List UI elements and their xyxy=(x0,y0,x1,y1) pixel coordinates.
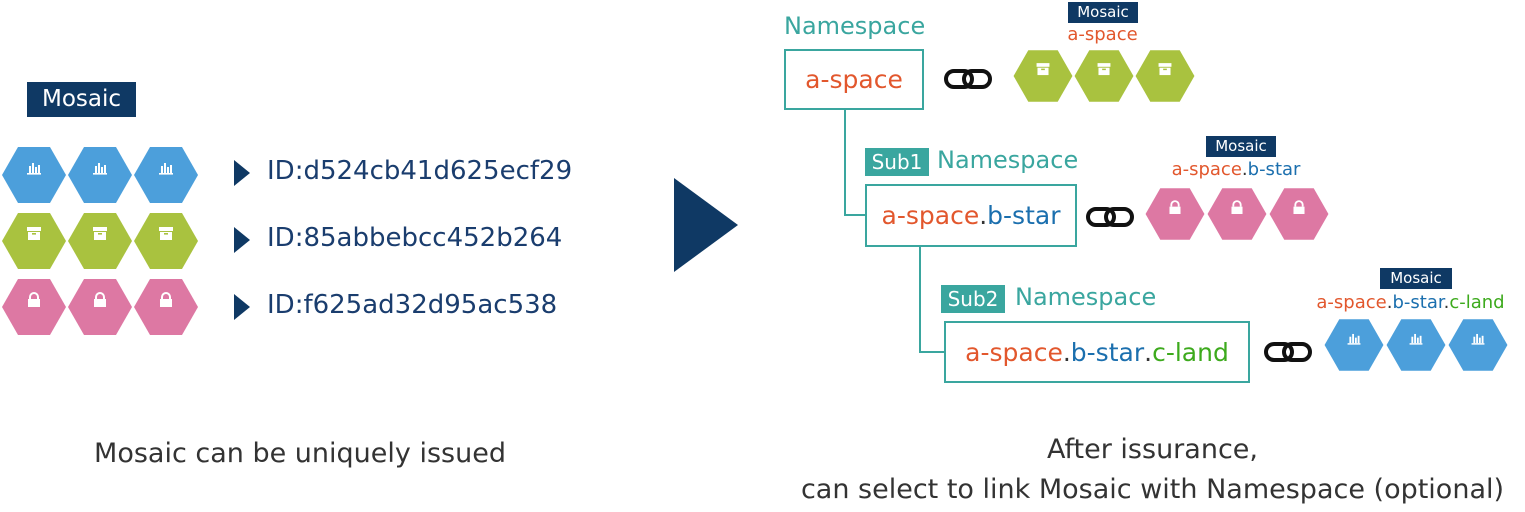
box-icon xyxy=(1135,50,1195,102)
chain-link-icon xyxy=(1264,342,1312,362)
mosaic-id-1: ID:d524cb41d625ecf29 xyxy=(267,156,573,186)
name-part: b-star xyxy=(1392,292,1444,313)
name-dot: . xyxy=(1144,337,1153,367)
blue-hex-row xyxy=(2,147,198,203)
triangle-arrow-icon xyxy=(234,227,250,253)
mosaic-id-3: ID:f625ad32d95ac538 xyxy=(267,290,558,320)
box-icon xyxy=(1074,50,1134,102)
triangle-arrow-icon xyxy=(674,178,738,272)
mosaic-id-2: ID:85abbebcc452b264 xyxy=(267,223,563,253)
blue-hex-row xyxy=(1324,319,1508,371)
bar-chart-icon xyxy=(1386,319,1446,371)
triangle-arrow-icon xyxy=(234,294,250,320)
namespace-box-sub1: a-space.b-star xyxy=(865,184,1077,247)
name-part: a-space xyxy=(965,337,1063,367)
green-hex-row xyxy=(2,213,198,269)
namespace-name: a-space xyxy=(805,65,903,94)
green-hex-row xyxy=(1013,50,1195,102)
lock-icon xyxy=(1269,188,1329,240)
box-icon xyxy=(68,213,132,269)
lock-icon xyxy=(2,279,66,335)
lock-icon xyxy=(1145,188,1205,240)
mosaic-name: a-space.b-star.c-land xyxy=(1308,292,1513,313)
sub1-badge: Sub1 xyxy=(865,148,929,176)
chain-link-icon xyxy=(944,69,992,89)
mosaic-tag: Mosaic xyxy=(1068,2,1138,23)
pink-hex-row xyxy=(1145,188,1329,240)
right-caption-line1: After issurance, xyxy=(1047,434,1258,465)
bar-chart-icon xyxy=(2,147,66,203)
namespace-label: Namespace xyxy=(1015,283,1157,311)
name-part: b-star xyxy=(1070,337,1145,367)
name-part: c-land xyxy=(1449,292,1505,313)
mosaic-name: a-space xyxy=(1067,24,1138,45)
name-part: c-land xyxy=(1152,337,1229,367)
left-caption: Mosaic can be uniquely issued xyxy=(94,438,506,469)
name-dot: . xyxy=(979,201,988,230)
mosaic-tag: Mosaic xyxy=(1206,136,1276,157)
tree-connector xyxy=(919,246,944,353)
mosaic-name: a-space.b-star xyxy=(1162,159,1310,180)
name-part: a-space xyxy=(1171,159,1242,180)
name-dot: . xyxy=(1062,337,1071,367)
name-dot: . xyxy=(1386,292,1393,313)
name-dot: . xyxy=(1443,292,1450,313)
pink-hex-row xyxy=(2,279,198,335)
bar-chart-icon xyxy=(134,147,198,203)
lock-icon xyxy=(1207,188,1267,240)
mosaic-tag: Mosaic xyxy=(27,82,136,117)
name-part: b-star xyxy=(987,201,1061,230)
namespace-box-root: a-space xyxy=(784,49,924,110)
name-part: a-space xyxy=(1316,292,1387,313)
mosaic-tag: Mosaic xyxy=(1380,268,1452,289)
bar-chart-icon xyxy=(68,147,132,203)
name-part: b-star xyxy=(1247,159,1301,180)
bar-chart-icon xyxy=(1448,319,1508,371)
bar-chart-icon xyxy=(1324,319,1384,371)
lock-icon xyxy=(68,279,132,335)
triangle-arrow-icon xyxy=(234,160,250,186)
tree-connector xyxy=(844,110,865,216)
name-dot: . xyxy=(1241,159,1248,180)
right-caption-line2: can select to link Mosaic with Namespace… xyxy=(800,474,1505,505)
name-part: a-space xyxy=(881,201,980,230)
namespace-box-sub2: a-space.b-star.c-land xyxy=(944,321,1250,383)
lock-icon xyxy=(134,279,198,335)
namespace-label: Namespace xyxy=(937,146,1079,174)
namespace-label: Namespace xyxy=(784,12,926,40)
sub2-badge: Sub2 xyxy=(941,285,1005,313)
box-icon xyxy=(1013,50,1073,102)
box-icon xyxy=(2,213,66,269)
box-icon xyxy=(134,213,198,269)
chain-link-icon xyxy=(1086,207,1134,227)
